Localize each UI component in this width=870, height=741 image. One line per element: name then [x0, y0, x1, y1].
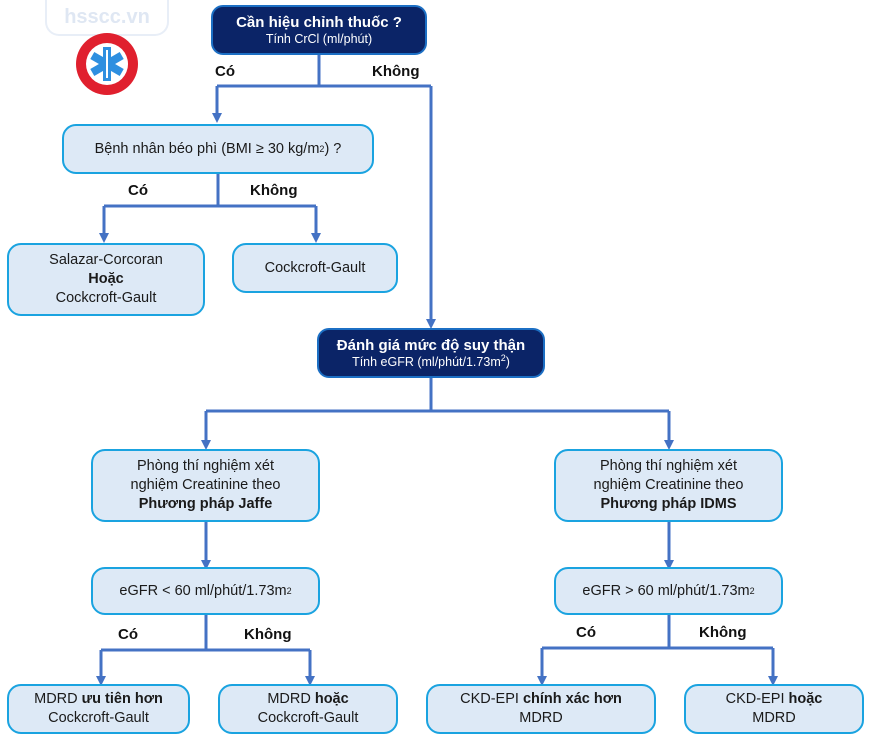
bold-text: hoặc	[788, 691, 823, 707]
node-drug-adjustment: Cần hiệu chỉnh thuốc ? Tính CrCl (ml/phú…	[211, 5, 427, 55]
node-line: nghiệm Creatinine theo	[130, 477, 281, 493]
label-no: Không	[244, 626, 292, 643]
node-text: Cockcroft-Gault	[264, 259, 366, 276]
label-yes: Có	[576, 624, 596, 641]
node-line: Salazar-Corcoran	[49, 252, 163, 268]
plain-text: CKD-EPI	[460, 691, 523, 707]
subtitle-end: )	[505, 355, 510, 369]
node-text: Bệnh nhân béo phì (BMI ≥ 30 kg/m	[94, 140, 320, 157]
node-line-bold: Phương pháp IDMS	[600, 496, 737, 512]
node-line: Phòng thí nghiệm xét	[136, 458, 275, 474]
node-salazar-corcoran: Salazar-Corcoran Hoặc Cockcroft-Gault	[7, 243, 205, 316]
node-text-end: ) ?	[324, 140, 342, 157]
node-ckd-epi-accurate: CKD-EPI chính xác hơn MDRD	[426, 684, 656, 734]
label-yes: Có	[215, 63, 235, 80]
superscript: 2	[500, 352, 506, 363]
star-of-life-icon	[76, 33, 138, 95]
node-text: eGFR < 60 ml/phút/1.73m	[119, 582, 287, 599]
node-line: CKD-EPI hoặc	[726, 690, 823, 709]
node-text: eGFR > 60 ml/phút/1.73m	[582, 582, 750, 599]
label-no: Không	[372, 63, 420, 80]
plain-text: MDRD	[267, 691, 315, 707]
node-line: nghiệm Creatinine theo	[593, 477, 744, 493]
connector-obesity	[104, 172, 316, 208]
label-no: Không	[699, 624, 747, 641]
bold-text: hoặc	[314, 691, 349, 707]
label-yes: Có	[118, 626, 138, 643]
label-yes: Có	[128, 182, 148, 199]
node-subtitle: Tính CrCl (ml/phút)	[265, 32, 373, 46]
connector-egfr-lt	[101, 614, 310, 652]
node-line: MDRD ưu tiên hơn	[34, 690, 163, 709]
node-line-bold: Phương pháp Jaffe	[138, 496, 273, 512]
plain-text: MDRD	[34, 691, 82, 707]
node-line: MDRD	[752, 710, 796, 726]
node-renal-assessment: Đánh giá mức độ suy thận Tính eGFR (ml/p…	[317, 328, 545, 378]
node-line: Cockcroft-Gault	[48, 710, 149, 726]
label-no: Không	[250, 182, 298, 199]
node-line: MDRD hoặc	[267, 690, 348, 709]
node-subtitle: Tính eGFR (ml/phút/1.73m2)	[352, 352, 510, 370]
node-mdrd-or: MDRD hoặc Cockcroft-Gault	[218, 684, 398, 734]
node-line: Phòng thí nghiệm xét	[599, 458, 738, 474]
node-line-bold: Hoặc	[88, 271, 124, 287]
plain-text: CKD-EPI	[725, 691, 789, 707]
node-line: MDRD	[519, 710, 563, 726]
node-title: Đánh giá mức độ suy thận	[336, 337, 526, 354]
subtitle-text: Tính eGFR (ml/phút/1.73m	[352, 355, 501, 369]
bold-text: ưu tiên hơn	[81, 691, 163, 707]
node-mdrd-preferred: MDRD ưu tiên hơn Cockcroft-Gault	[7, 684, 190, 734]
node-line: Cockcroft-Gault	[257, 710, 359, 726]
node-line: Cockcroft-Gault	[55, 290, 157, 306]
node-line: CKD-EPI chính xác hơn	[460, 690, 622, 709]
node-idms-method: Phòng thí nghiệm xét nghiệm Creatinine t…	[554, 449, 783, 522]
connector-root	[217, 54, 431, 88]
connector-renal	[206, 377, 669, 413]
node-jaffe-method: Phòng thí nghiệm xét nghiệm Creatinine t…	[91, 449, 320, 522]
node-cockcroft-gault: Cockcroft-Gault	[232, 243, 398, 293]
connector-egfr-gt	[542, 614, 773, 650]
node-title: Cần hiệu chỉnh thuốc ?	[236, 14, 402, 31]
watermark-text: hsscc.vn	[64, 5, 150, 28]
node-ckd-epi-or: CKD-EPI hoặc MDRD	[684, 684, 864, 734]
bold-text: chính xác hơn	[522, 691, 622, 707]
